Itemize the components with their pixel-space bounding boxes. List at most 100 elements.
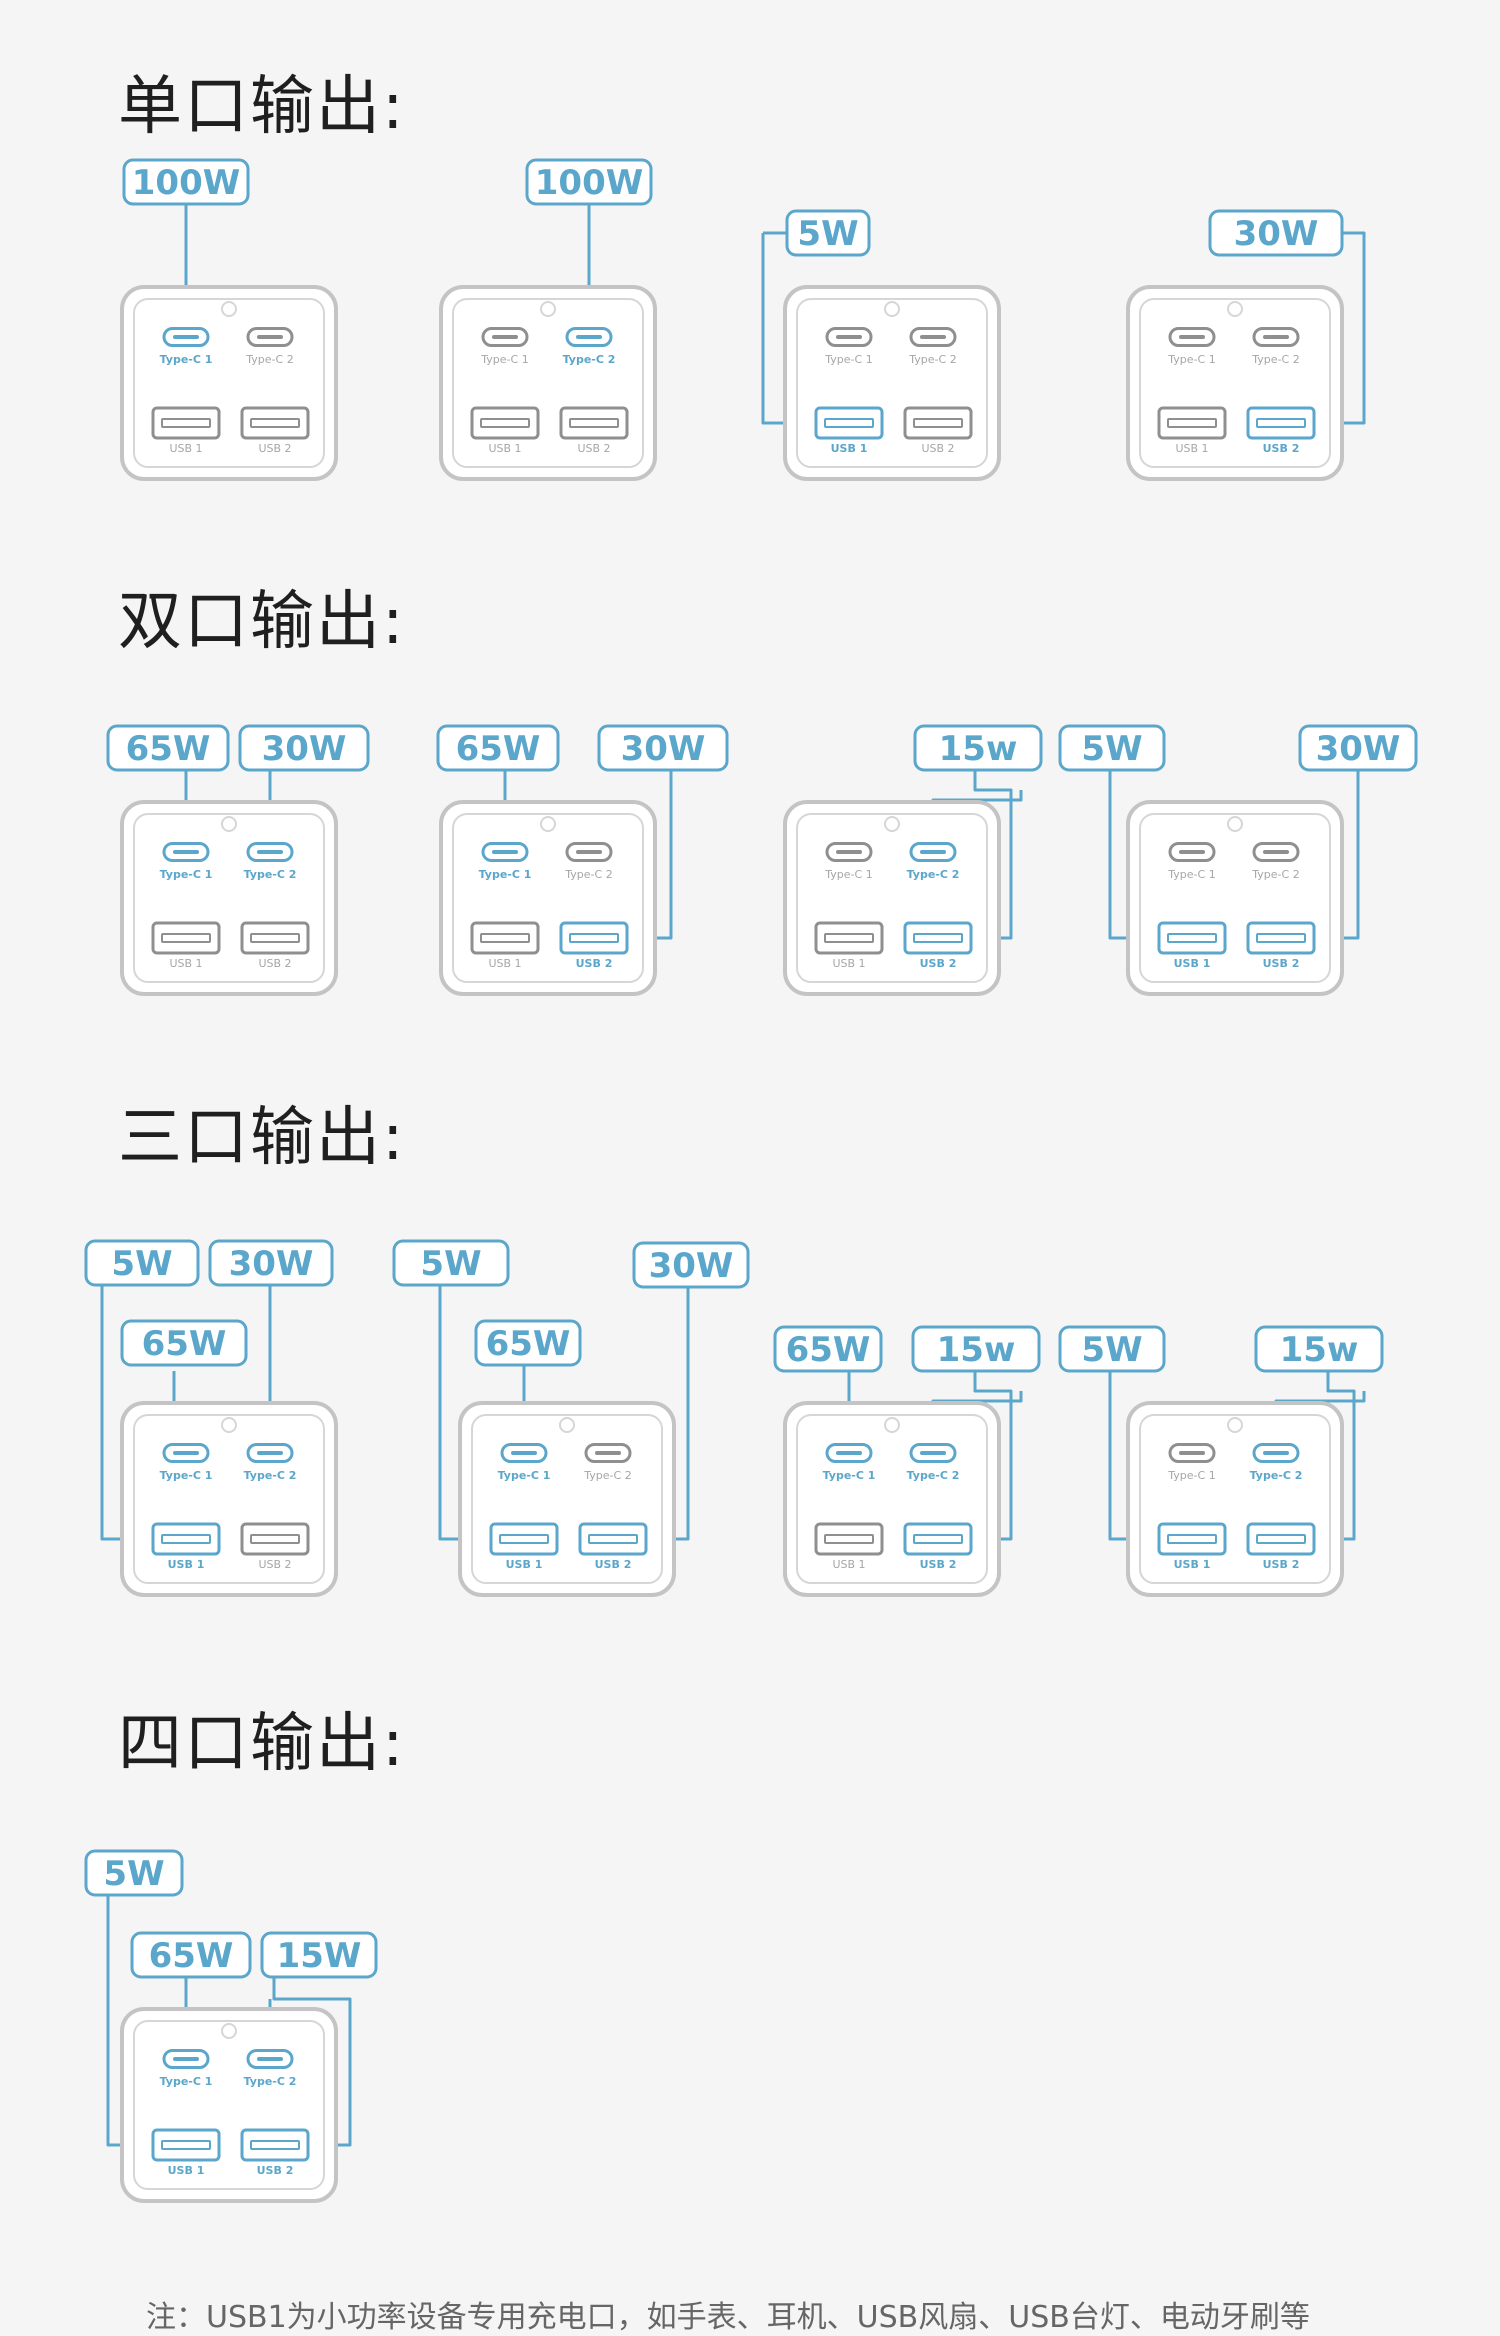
port-u1-tongue xyxy=(161,2140,211,2150)
port-u2 xyxy=(1246,406,1316,440)
charger-inner-frame xyxy=(133,298,325,468)
power-badge xyxy=(84,1239,200,1287)
power-badge-label: 5W xyxy=(1081,1330,1142,1370)
power-badge-label: 5W xyxy=(1081,729,1142,769)
port-label-u2: USB 2 xyxy=(595,1558,632,1571)
port-label-u1: USB 1 xyxy=(168,2164,205,2177)
port-label-u2: USB 2 xyxy=(921,442,954,455)
port-label-u1: USB 1 xyxy=(168,1558,205,1571)
power-badge-label: 5W xyxy=(797,214,858,254)
power-badge-label: 30W xyxy=(649,1246,734,1286)
port-c2-pin xyxy=(1263,850,1289,854)
port-c2-pin xyxy=(1263,1451,1289,1455)
port-label-c1: Type-C 1 xyxy=(1167,353,1215,366)
port-c2-pin xyxy=(257,850,283,854)
power-badge xyxy=(913,724,1043,772)
port-u2-tongue xyxy=(250,933,300,943)
port-u2-tongue xyxy=(588,1534,638,1544)
port-c1-pin xyxy=(1179,1451,1205,1455)
power-badge xyxy=(130,1931,252,1979)
port-label-c2: Type-C 2 xyxy=(1251,868,1299,881)
brand-logo-icon xyxy=(559,1417,575,1433)
brand-logo-icon xyxy=(540,301,556,317)
port-u2 xyxy=(240,2128,310,2162)
charger-inner-frame xyxy=(796,298,988,468)
charger-inner-frame xyxy=(133,1414,325,1584)
port-label-c1: Type-C 1 xyxy=(160,1469,213,1482)
port-c1-pin xyxy=(173,1451,199,1455)
port-u1 xyxy=(470,921,540,955)
port-label-c2: Type-C 2 xyxy=(583,1469,631,1482)
port-label-c2: Type-C 2 xyxy=(907,868,960,881)
power-badge-label: 15w xyxy=(939,729,1018,769)
port-c2-pin xyxy=(257,335,283,339)
port-label-c2: Type-C 2 xyxy=(1251,353,1299,366)
port-u2 xyxy=(578,1522,648,1556)
port-u2 xyxy=(903,406,973,440)
brand-logo-icon xyxy=(221,816,237,832)
power-badge xyxy=(1058,1325,1166,1373)
port-c2-pin xyxy=(920,1451,946,1455)
power-badge-label: 30W xyxy=(621,729,706,769)
port-label-c1: Type-C 1 xyxy=(479,868,532,881)
brand-logo-icon xyxy=(884,816,900,832)
port-u2-tongue xyxy=(1256,933,1306,943)
port-u1 xyxy=(814,921,884,955)
port-label-c1: Type-C 1 xyxy=(160,2075,213,2088)
power-badge-label: 5W xyxy=(420,1244,481,1284)
port-label-c2: Type-C 2 xyxy=(245,353,293,366)
power-badge-label: 15w xyxy=(1280,1330,1359,1370)
section-title-quad: 四口输出: xyxy=(118,1707,406,1781)
port-label-c2: Type-C 2 xyxy=(907,1469,960,1482)
port-u1-tongue xyxy=(824,418,874,428)
power-badge xyxy=(632,1241,750,1289)
port-u2 xyxy=(903,921,973,955)
port-u1-tongue xyxy=(1167,418,1217,428)
power-badge-label: 100W xyxy=(132,163,240,203)
power-badge-label: 65W xyxy=(456,729,541,769)
power-badge xyxy=(911,1325,1041,1373)
power-badge-label: 30W xyxy=(1316,729,1401,769)
port-u2 xyxy=(559,921,629,955)
port-u1 xyxy=(1157,406,1227,440)
power-badge-label: 30W xyxy=(262,729,347,769)
port-label-u2: USB 2 xyxy=(258,1558,291,1571)
port-u2 xyxy=(240,406,310,440)
power-badge xyxy=(208,1239,334,1287)
port-label-c1: Type-C 1 xyxy=(498,1469,551,1482)
power-badge-label: 15w xyxy=(937,1330,1016,1370)
port-c2-pin xyxy=(920,850,946,854)
port-u2 xyxy=(1246,1522,1316,1556)
power-badge-label: 5W xyxy=(103,1854,164,1894)
power-badge xyxy=(120,1319,248,1367)
port-u1-tongue xyxy=(824,933,874,943)
port-u2 xyxy=(240,1522,310,1556)
port-u1-tongue xyxy=(1167,933,1217,943)
port-label-c2: Type-C 2 xyxy=(244,1469,297,1482)
power-badge-label: 65W xyxy=(786,1330,871,1370)
port-c2-pin xyxy=(257,2057,283,2061)
port-c2-pin xyxy=(257,1451,283,1455)
port-label-u1: USB 1 xyxy=(169,442,202,455)
port-c1-pin xyxy=(1179,850,1205,854)
power-badge-label: 65W xyxy=(149,1936,234,1976)
port-u2-tongue xyxy=(250,418,300,428)
power-badge-label: 65W xyxy=(126,729,211,769)
port-label-u2: USB 2 xyxy=(576,957,613,970)
port-label-u2: USB 2 xyxy=(1263,442,1300,455)
brand-logo-icon xyxy=(884,1417,900,1433)
charger-inner-frame xyxy=(796,813,988,983)
port-label-c2: Type-C 2 xyxy=(908,353,956,366)
port-u1-tongue xyxy=(499,1534,549,1544)
power-badge xyxy=(106,724,230,772)
port-c1-pin xyxy=(836,1451,862,1455)
port-u1-tongue xyxy=(161,418,211,428)
